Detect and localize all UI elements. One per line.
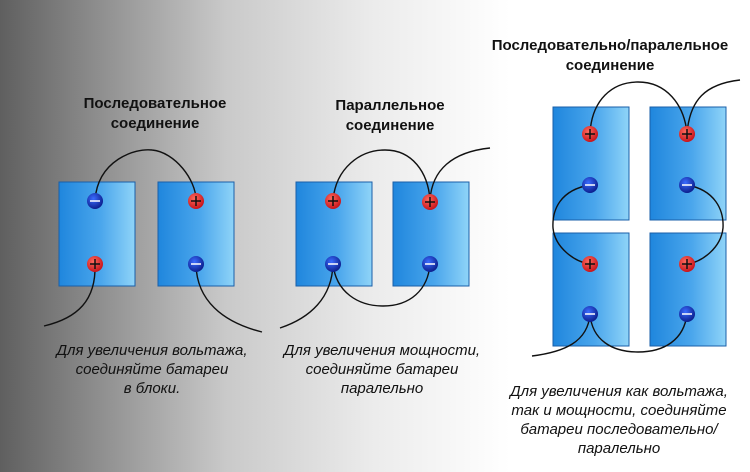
negative-terminal (325, 256, 341, 272)
series-caption-line2: соединяйте батареи (75, 361, 229, 378)
wire (589, 81, 688, 134)
parallel-diagram (279, 147, 491, 329)
parallel-title-line1: Параллельное (335, 97, 445, 114)
parallel-caption: Для увеличения мощности, соединяйте бата… (266, 341, 498, 398)
positive-terminal (422, 194, 438, 210)
positive-terminal (325, 193, 341, 209)
combined-diagram (531, 79, 741, 357)
negative-terminal (87, 193, 103, 209)
wire (332, 149, 431, 201)
negative-terminal (679, 306, 695, 322)
combined-caption-line4: паралельно (577, 440, 661, 457)
wire (686, 184, 724, 265)
series-title-line1: Последовательное (83, 95, 227, 112)
combined-caption: Для увеличения как вольтажа, так и мощно… (490, 382, 748, 458)
battery (649, 232, 727, 347)
wire (332, 263, 431, 307)
positive-terminal (679, 256, 695, 272)
wire (43, 264, 96, 327)
negative-terminal (679, 177, 695, 193)
series-title-line2: соединение (110, 115, 200, 132)
combined-title: Последовательно/паралельное соединение (470, 36, 750, 76)
negative-terminal (422, 256, 438, 272)
parallel-caption-line3: паралельно (340, 380, 424, 397)
series-caption-line3: в блоки. (123, 380, 181, 397)
series-caption-line1: Для увеличения вольтажа, (56, 342, 248, 359)
parallel-caption-line2: соединяйте батареи (305, 361, 459, 378)
negative-terminal (188, 256, 204, 272)
positive-terminal (188, 193, 204, 209)
combined-title-line1: Последовательно/паралельное (491, 37, 729, 54)
positive-terminal (87, 256, 103, 272)
parallel-title: Параллельное соединение (295, 96, 485, 136)
series-title: Последовательное соединение (60, 94, 250, 134)
combined-caption-line3: батареи последовательно/ (520, 421, 718, 438)
wire (94, 149, 197, 201)
wire (279, 263, 334, 329)
positive-terminal (582, 126, 598, 142)
combined-title-line2: соединение (565, 57, 655, 74)
parallel-title-line2: соединение (345, 117, 435, 134)
wire (686, 79, 741, 134)
combined-caption-line2: так и мощности, соединяйте (511, 402, 727, 419)
positive-terminal (582, 256, 598, 272)
combined-caption-line1: Для увеличения как вольтажа, (510, 383, 728, 400)
positive-terminal (679, 126, 695, 142)
negative-terminal (582, 177, 598, 193)
wire (589, 313, 688, 353)
wire (552, 184, 591, 265)
series-caption: Для увеличения вольтажа, соединяйте бата… (38, 341, 266, 398)
negative-terminal (582, 306, 598, 322)
wire (195, 264, 263, 333)
series-diagram (43, 149, 263, 333)
wire (429, 147, 491, 201)
parallel-caption-line1: Для увеличения мощности, (283, 342, 481, 359)
